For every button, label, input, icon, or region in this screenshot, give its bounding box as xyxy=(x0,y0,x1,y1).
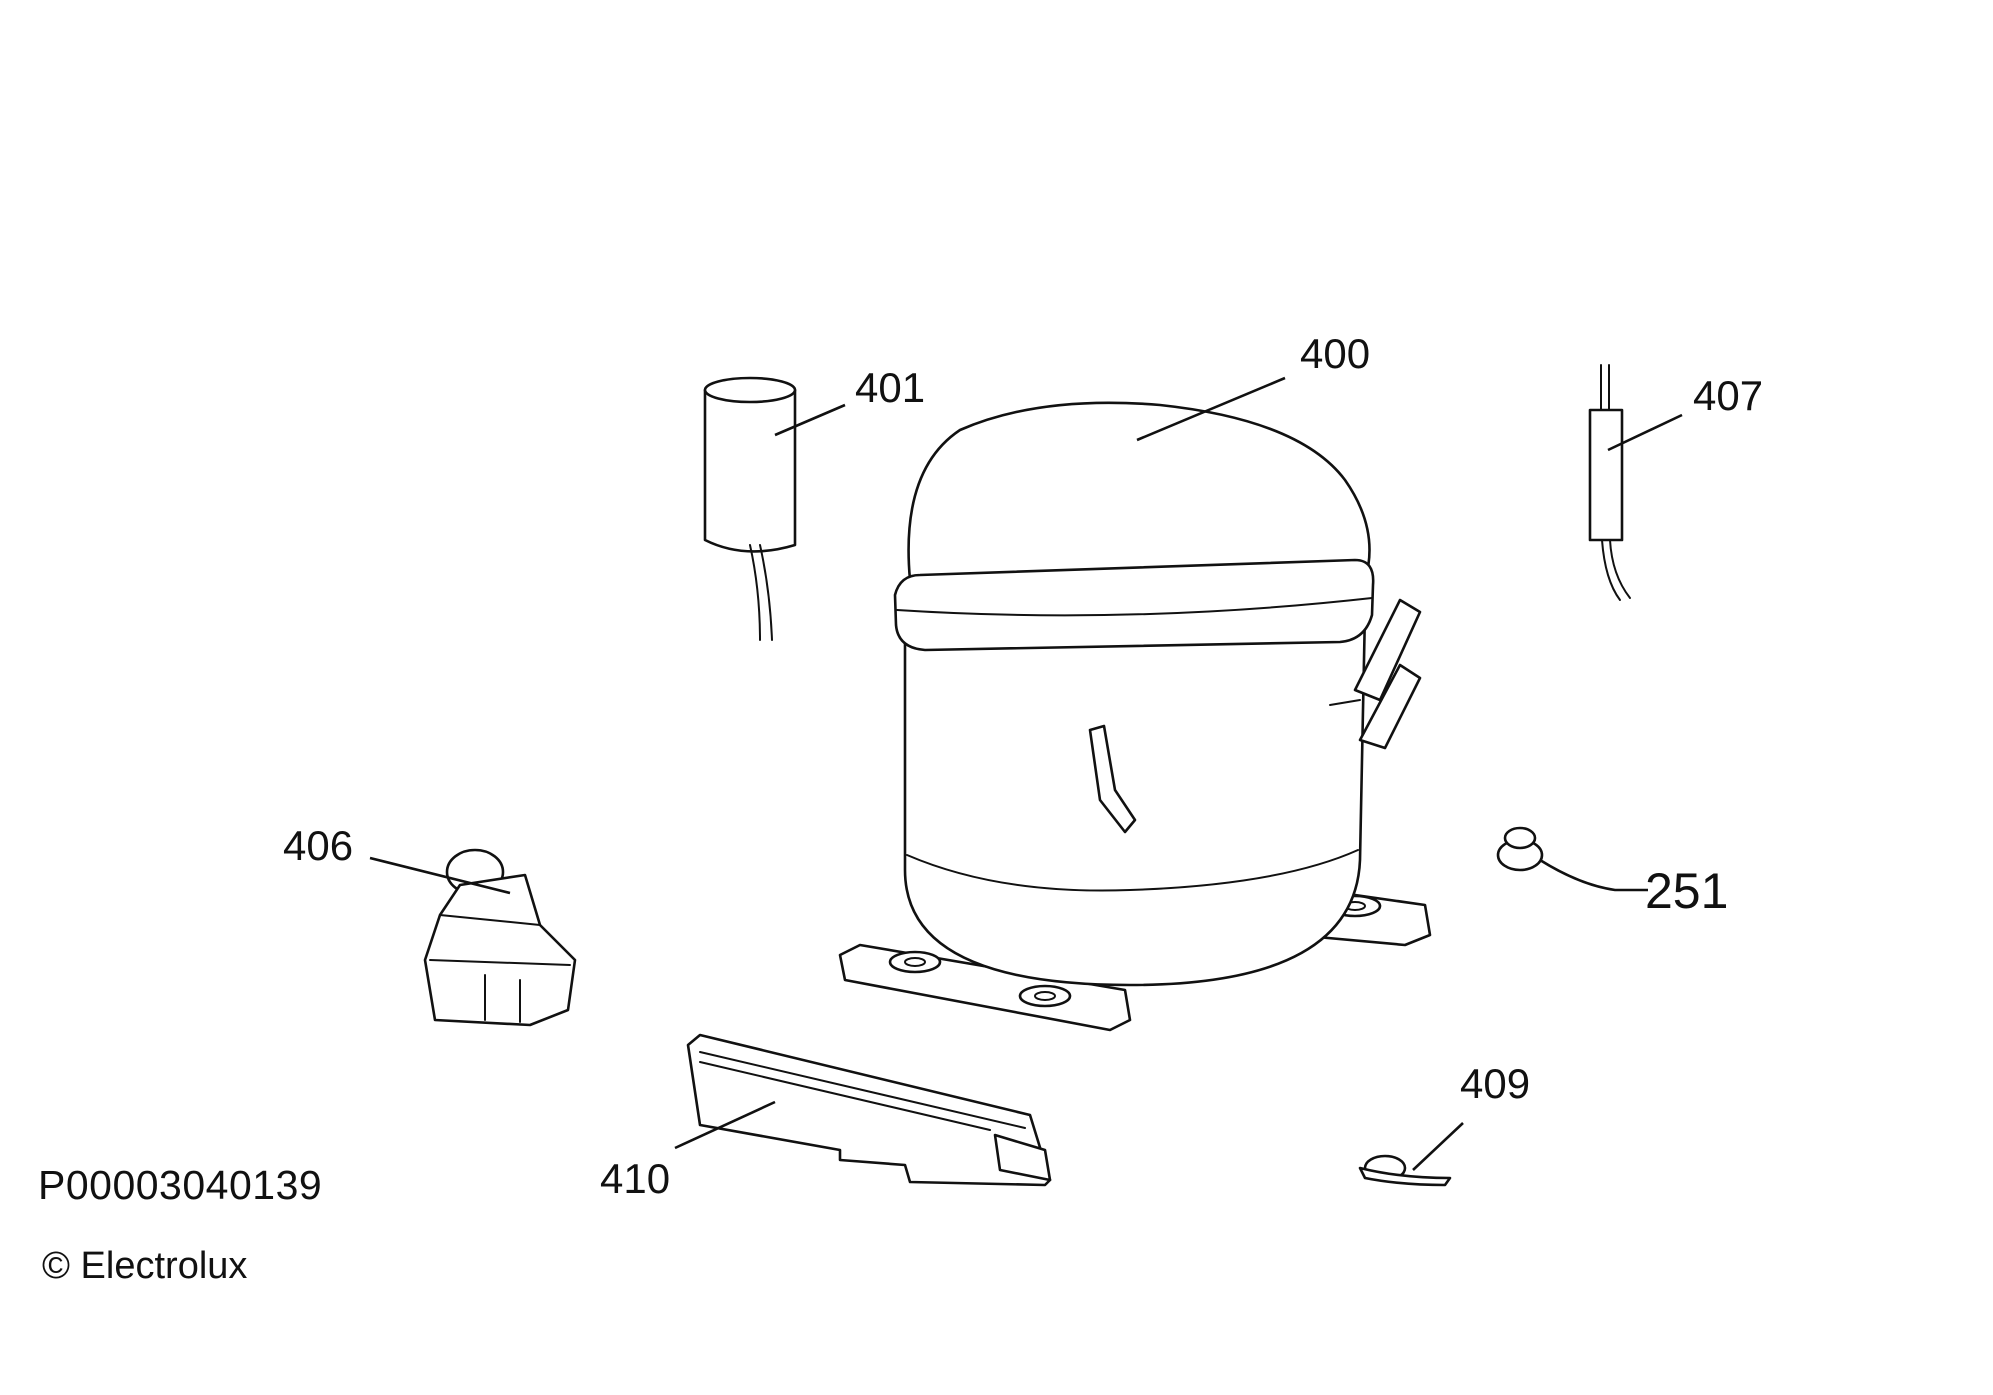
filter-drier-drawing xyxy=(1588,364,1631,601)
callout-label: 401 xyxy=(855,364,925,411)
cover-drawing xyxy=(686,1033,1052,1187)
part-number: P00003040139 xyxy=(38,1162,323,1208)
callout-label: 400 xyxy=(1300,330,1370,377)
capacitor-drawing xyxy=(703,376,797,641)
relay-drawing xyxy=(423,848,577,1027)
callout-label: 409 xyxy=(1460,1060,1530,1107)
callout-label: 406 xyxy=(283,822,353,869)
clip-drawing xyxy=(1358,1154,1452,1187)
grommet-drawing xyxy=(1496,826,1544,872)
callout-label: 410 xyxy=(600,1155,670,1202)
compressor-drawing xyxy=(838,401,1432,1032)
callout-label: 251 xyxy=(1645,863,1728,919)
copyright-notice: © Electrolux xyxy=(42,1245,248,1287)
callout-label: 407 xyxy=(1693,372,1763,419)
